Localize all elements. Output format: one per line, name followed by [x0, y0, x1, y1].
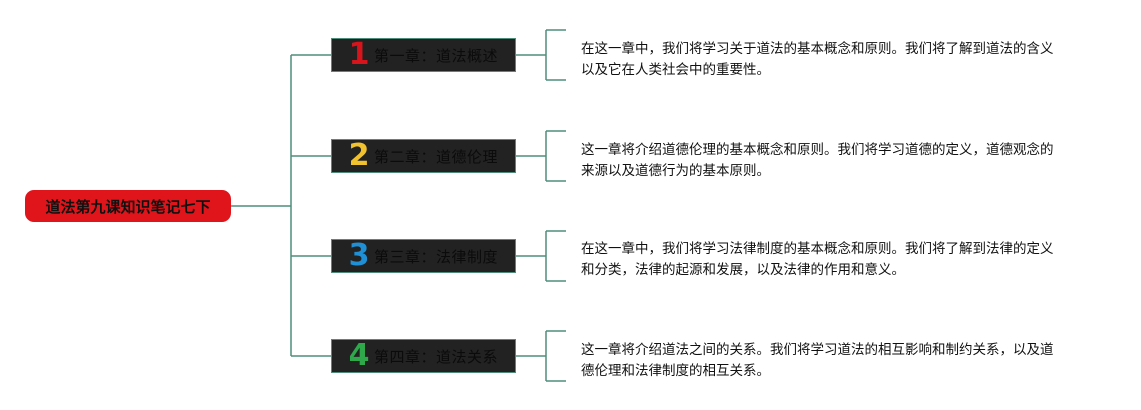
- chapter-node-4[interactable]: 4 第四章：道法关系: [331, 339, 516, 373]
- chapter-node-2[interactable]: 2 第二章：道德伦理: [331, 139, 516, 173]
- chapter-number-badge: 1: [348, 37, 370, 72]
- chapter-node-3[interactable]: 3 第三章：法律制度: [331, 239, 516, 273]
- chapter-title: 第二章：道德伦理: [374, 147, 499, 166]
- chapter-number-badge: 4: [348, 338, 370, 373]
- chapter-description-4: 这一章将介绍道法之间的关系。我们将学习道法的相互影响和制约关系，以及道 德伦理和…: [581, 340, 1081, 382]
- chapter-node-1[interactable]: 1 第一章：道法概述: [331, 38, 516, 72]
- chapter-description-3: 在这一章中，我们将学习法律制度的基本概念和原则。我们将了解到法律的定义 和分类，…: [581, 239, 1081, 281]
- description-line: 这一章将介绍道法之间的关系。我们将学习道法的相互影响和制约关系，以及道: [581, 342, 1054, 358]
- chapter-description-1: 在这一章中，我们将学习关于道法的基本概念和原则。我们将了解到道法的含义 以及它在…: [581, 39, 1081, 81]
- chapter-title: 第三章：法律制度: [374, 247, 499, 266]
- description-line: 在这一章中，我们将学习法律制度的基本概念和原则。我们将了解到法律的定义: [581, 241, 1054, 257]
- chapter-title: 第四章：道法关系: [374, 347, 499, 366]
- description-line: 和分类，法律的起源和发展，以及法律的作用和意义。: [581, 262, 905, 278]
- chapter-title: 第一章：道法概述: [374, 46, 499, 65]
- chapter-description-2: 这一章将介绍道德伦理的基本概念和原则。我们将学习道德的定义，道德观念的 来源以及…: [581, 140, 1081, 182]
- chapter-number-badge: 3: [348, 238, 370, 273]
- root-node-label: 道法第九课知识笔记七下: [45, 197, 211, 216]
- description-line: 德伦理和法律制度的相互关系。: [581, 363, 770, 379]
- root-node[interactable]: 道法第九课知识笔记七下: [25, 190, 231, 222]
- description-line: 以及它在人类社会中的重要性。: [581, 62, 770, 78]
- description-line: 这一章将介绍道德伦理的基本概念和原则。我们将学习道德的定义，道德观念的: [581, 142, 1054, 158]
- description-line: 来源以及道德行为的基本原则。: [581, 163, 770, 179]
- description-line: 在这一章中，我们将学习关于道法的基本概念和原则。我们将了解到道法的含义: [581, 41, 1054, 57]
- chapter-number-badge: 2: [348, 138, 370, 173]
